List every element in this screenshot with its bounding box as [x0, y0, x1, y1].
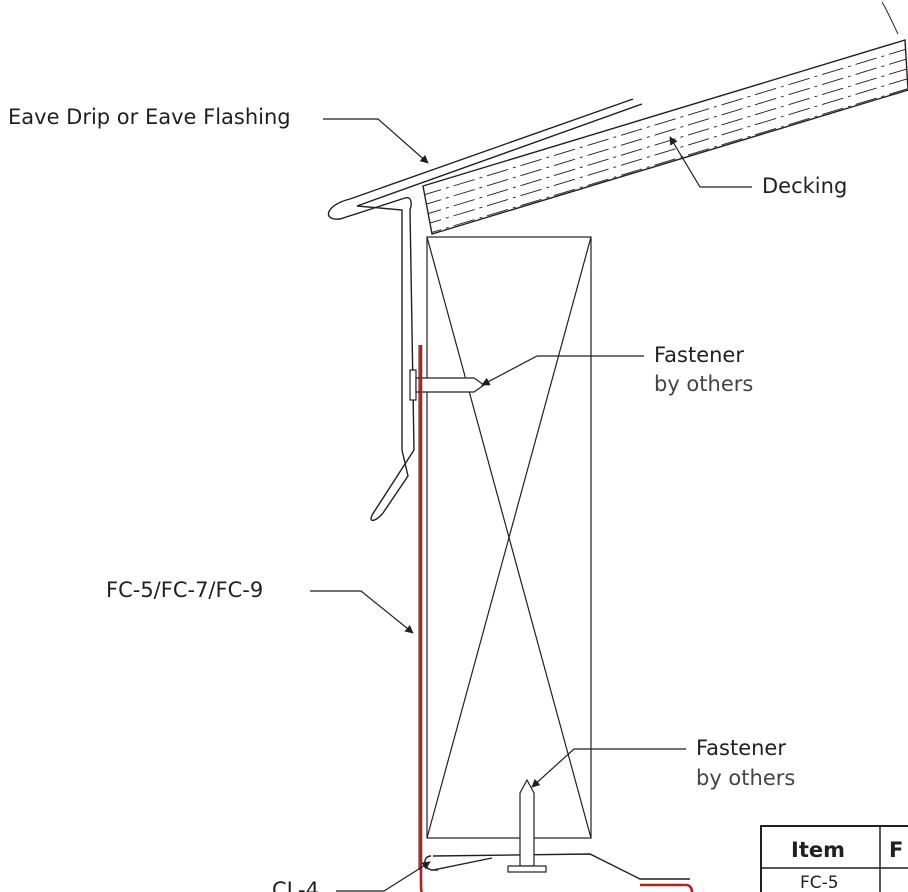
decking-board	[422, 1, 908, 235]
upper-fastener-label: Fastener	[654, 343, 744, 367]
cl4-label: CL-4	[272, 878, 319, 892]
upper-fastener-sublabel: by others	[654, 372, 753, 396]
table-header-item: Item	[791, 838, 845, 862]
fc-profiles-label: FC-5/FC-7/FC-9	[106, 578, 263, 602]
profile-table: Item F FC-5	[760, 825, 908, 892]
decking-label: Decking	[762, 174, 847, 198]
upper-fastener	[409, 369, 486, 401]
eave-drip-flashing	[327, 98, 643, 522]
eave-drip-label: Eave Drip or Eave Flashing	[8, 105, 291, 129]
cl4-cleat	[424, 853, 690, 880]
table-header-second: F	[889, 838, 903, 862]
fc-fascia-cover	[418, 345, 694, 892]
lower-fastener	[507, 778, 547, 873]
lower-fastener-sublabel: by others	[696, 766, 795, 790]
lower-fastener-label: Fastener	[696, 736, 786, 760]
fascia-board	[426, 236, 592, 839]
table-cell-item: FC-5	[800, 873, 839, 892]
leader-lines	[310, 118, 752, 892]
